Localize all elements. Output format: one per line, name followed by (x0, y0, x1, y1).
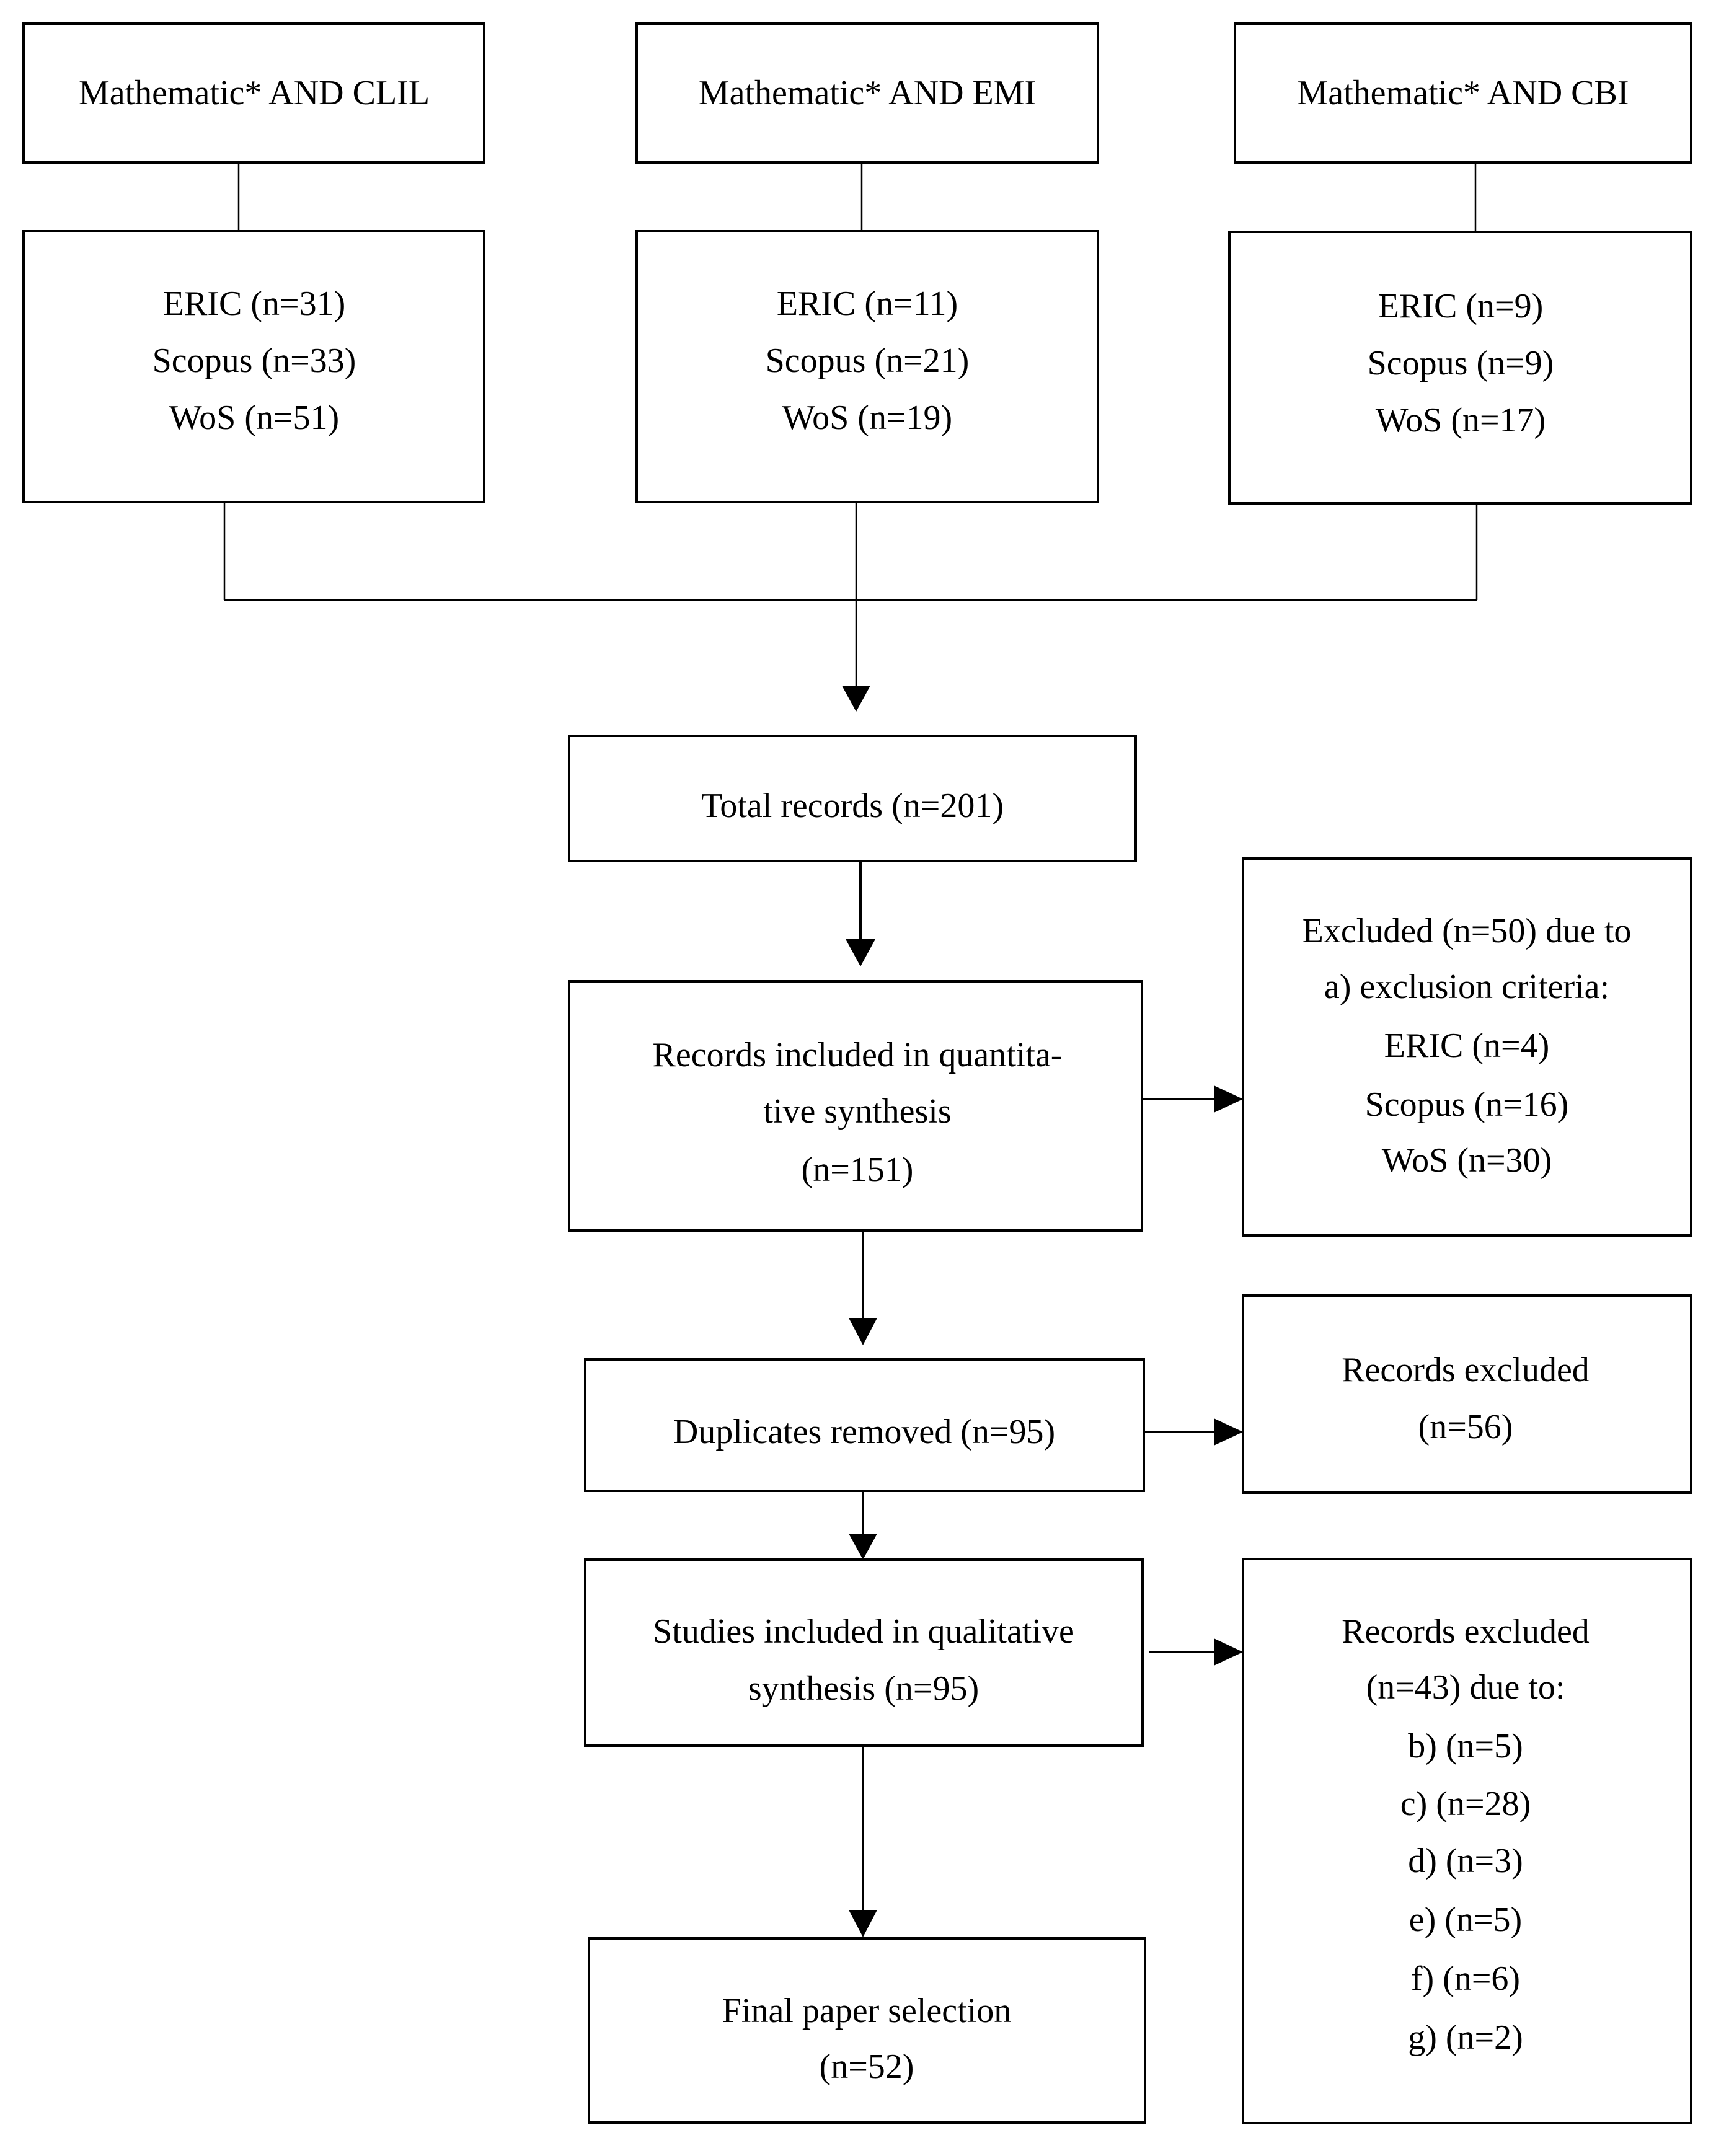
total-records-label: Total records (n=201) (701, 787, 1004, 825)
excluded-43-line: d) (n=3) (1408, 1842, 1523, 1880)
arrowhead-icon (842, 686, 870, 712)
arrowhead-icon (846, 939, 875, 966)
total-records-box: Total records (n=201) (568, 735, 1137, 862)
database-box-clil: ERIC (n=31) Scopus (n=33) WoS (n=51) (22, 230, 485, 503)
excluded-56-line: Records excluded (1342, 1351, 1590, 1389)
excluded-43-line: e) (n=5) (1409, 1901, 1522, 1939)
db-line: WoS (n=19) (782, 399, 952, 437)
quantitative-line: Records included in quantita- (653, 1036, 1063, 1074)
query-box-clil: Mathematic* AND CLIL (22, 22, 485, 164)
quantitative-line: (n=151) (802, 1151, 914, 1189)
db-line: Scopus (n=33) (153, 342, 356, 380)
duplicates-removed-label: Duplicates removed (n=95) (673, 1413, 1055, 1451)
query-box-emi: Mathematic* AND EMI (635, 22, 1099, 164)
excluded-43-line: g) (n=2) (1408, 2018, 1523, 2057)
arrowhead-icon (849, 1534, 877, 1560)
arrowhead-icon (1214, 1418, 1243, 1446)
db-line: ERIC (n=31) (163, 285, 345, 323)
excluded-50-line: ERIC (n=4) (1384, 1027, 1549, 1065)
excluded-43-line: f) (n=6) (1411, 1959, 1520, 1998)
records-excluded-reasons-box: Records excluded (n=43) due to: b) (n=5)… (1242, 1558, 1692, 2124)
excluded-43-line: Records excluded (1342, 1612, 1590, 1651)
quantitative-line: tive synthesis (763, 1092, 951, 1131)
db-line: ERIC (n=9) (1378, 287, 1543, 325)
excluded-50-line: a) exclusion criteria: (1324, 968, 1609, 1006)
quantitative-synthesis-box: Records included in quantita- tive synth… (568, 980, 1143, 1232)
duplicates-removed-box: Duplicates removed (n=95) (584, 1358, 1145, 1492)
query-title-emi: Mathematic* AND EMI (699, 74, 1036, 112)
db-line: ERIC (n=11) (777, 285, 958, 323)
final-line: (n=52) (820, 2048, 914, 2086)
query-box-cbi: Mathematic* AND CBI (1234, 22, 1692, 164)
db-line: Scopus (n=9) (1368, 344, 1554, 382)
qualitative-synthesis-box: Studies included in qualitative synthesi… (584, 1558, 1144, 1747)
excluded-50-line: Scopus (n=16) (1365, 1085, 1569, 1124)
excluded-43-line: b) (n=5) (1408, 1727, 1523, 1765)
records-excluded-duplicates-box: Records excluded (n=56) (1242, 1294, 1692, 1494)
arrowhead-icon (1214, 1085, 1243, 1113)
excluded-43-line: c) (n=28) (1400, 1785, 1531, 1823)
final-line: Final paper selection (722, 1992, 1012, 2030)
arrowhead-icon (849, 1318, 877, 1345)
arrowhead-icon (1214, 1638, 1243, 1666)
query-title-clil: Mathematic* AND CLIL (79, 74, 430, 112)
excluded-56-line: (n=56) (1418, 1408, 1513, 1446)
arrowhead-icon (849, 1910, 877, 1937)
qualitative-line: synthesis (n=95) (748, 1669, 979, 1708)
excluded-criteria-box: Excluded (n=50) due to a) exclusion crit… (1242, 857, 1692, 1237)
database-box-cbi: ERIC (n=9) Scopus (n=9) WoS (n=17) (1228, 231, 1692, 505)
query-title-cbi: Mathematic* AND CBI (1297, 74, 1629, 112)
excluded-50-line: WoS (n=30) (1382, 1141, 1552, 1180)
final-selection-box: Final paper selection (n=52) (588, 1937, 1146, 2124)
excluded-43-line: (n=43) due to: (1366, 1668, 1565, 1707)
excluded-50-line: Excluded (n=50) due to (1302, 912, 1632, 950)
db-line: Scopus (n=21) (766, 342, 970, 380)
qualitative-line: Studies included in qualitative (653, 1612, 1074, 1651)
db-line: WoS (n=51) (169, 399, 339, 437)
db-line: WoS (n=17) (1376, 401, 1546, 440)
database-box-emi: ERIC (n=11) Scopus (n=21) WoS (n=19) (635, 230, 1099, 503)
